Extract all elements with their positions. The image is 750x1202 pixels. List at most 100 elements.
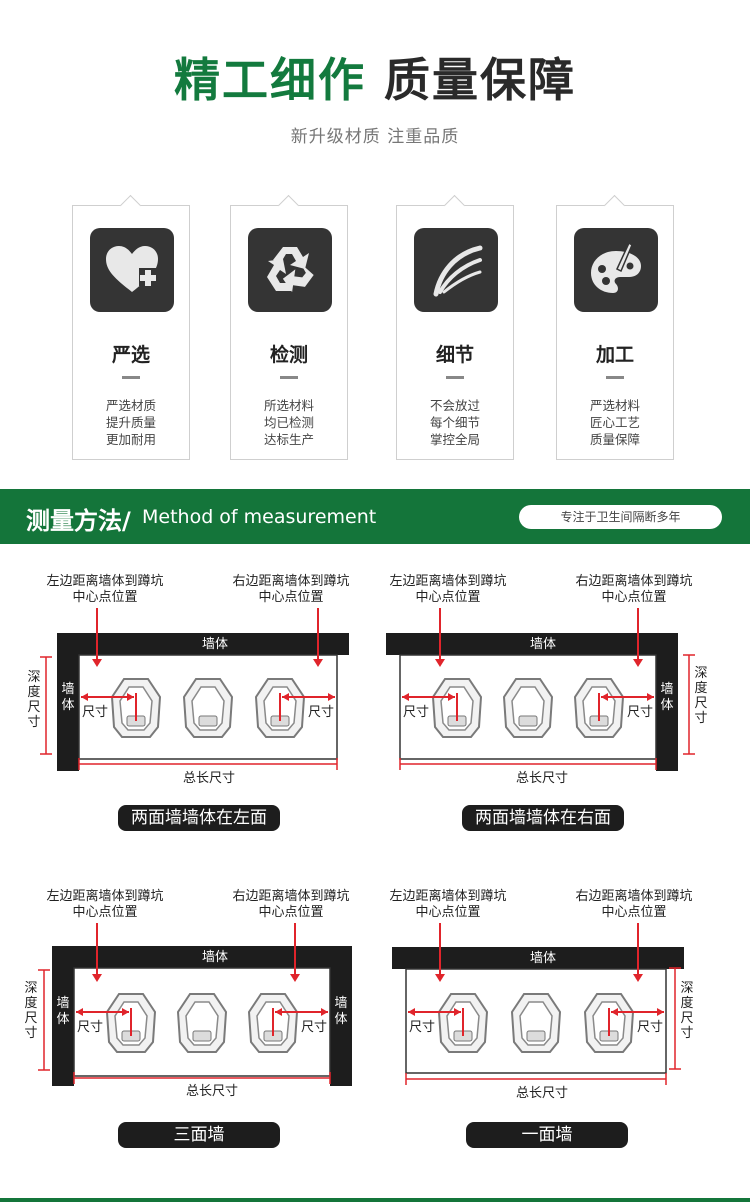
- depth-label: 寸: [680, 1026, 693, 1041]
- wall-label: 墙: [334, 996, 347, 1011]
- depth-label: 度: [680, 995, 693, 1011]
- left-distance-label: 左边距离墙体到蹲坑: [389, 573, 506, 589]
- depth-label: 尺: [24, 1011, 37, 1026]
- right-wall: [656, 633, 678, 771]
- depth-label: 尺: [694, 696, 707, 711]
- section-banner: 测量方法/ Method of measurement 专注于卫生间隔断多年: [0, 489, 750, 544]
- arrow-head: [408, 1008, 415, 1016]
- size-label: 尺寸: [77, 1020, 103, 1035]
- room-outline: [78, 654, 338, 760]
- feature-card-craft: 加工 严选材料 匠心工艺 质量保障: [556, 205, 674, 460]
- total-length-label: 总长尺寸: [183, 771, 235, 786]
- arrow-head: [127, 693, 134, 701]
- diagram-caption: 两面墙墙体在左面: [118, 805, 280, 831]
- title-dark: 质量保障: [384, 53, 576, 107]
- size-label: 尺寸: [409, 1020, 435, 1035]
- left-distance-label: 左边距离墙体到蹲坑: [46, 888, 163, 904]
- feather-icon: [414, 228, 498, 312]
- divider: [280, 376, 298, 379]
- depth-label: 深: [24, 981, 37, 996]
- arrow-head: [435, 659, 445, 667]
- squat-toilet-icon: [247, 993, 299, 1053]
- feature-title: 加工: [595, 344, 634, 366]
- right-wall: [330, 946, 352, 1086]
- wall-label: 墙体: [202, 950, 228, 965]
- depth-label: 度: [24, 995, 37, 1011]
- arrow-head: [454, 1008, 461, 1016]
- wall-label: 墙体: [530, 637, 556, 652]
- top-wall: [386, 633, 678, 655]
- arrow-head: [647, 693, 654, 701]
- arrow-head: [601, 693, 608, 701]
- size-label: 尺寸: [637, 1020, 663, 1035]
- feature-title: 细节: [435, 344, 474, 366]
- squat-toilet-icon: [182, 678, 234, 738]
- feature-line: 所选材料: [263, 398, 314, 413]
- depth-label: 寸: [24, 1026, 37, 1041]
- depth-label: 度: [694, 680, 707, 696]
- left-distance-label: 左边距离墙体到蹲坑: [46, 573, 163, 589]
- arrow-head: [81, 693, 88, 701]
- left-wall: [57, 633, 79, 771]
- feature-title: 严选: [111, 344, 150, 366]
- divider: [122, 376, 140, 379]
- feature-line: 更加耐用: [105, 432, 156, 447]
- top-wall: [52, 946, 352, 968]
- squat-toilet-icon: [502, 678, 554, 738]
- arrow-head: [122, 1008, 129, 1016]
- left-distance-label: 中心点位置: [72, 905, 137, 920]
- left-distance-label: 中心点位置: [72, 590, 137, 605]
- depth-label: 寸: [694, 711, 707, 726]
- arrow-head: [275, 1008, 282, 1016]
- size-label: 尺寸: [82, 705, 108, 720]
- wall-label: 墙: [61, 682, 74, 697]
- arrow-head: [633, 974, 643, 982]
- feature-line: 严选材质: [105, 398, 156, 413]
- room-outline: [399, 654, 657, 760]
- arrow-head: [402, 693, 409, 701]
- total-length-label: 总长尺寸: [186, 1084, 238, 1099]
- feature-line: 提升质量: [105, 415, 156, 430]
- diagram-caption: 两面墙墙体在右面: [462, 805, 624, 831]
- squat-toilet-icon: [254, 678, 306, 738]
- depth-label: 度: [27, 684, 40, 700]
- banner-subtitle: Method of measurement: [142, 506, 377, 528]
- depth-label: 尺: [27, 700, 40, 715]
- wall-label: 体: [56, 1012, 69, 1027]
- arrow-head: [633, 659, 643, 667]
- wall-label: 体: [660, 698, 673, 713]
- squat-toilet-icon: [583, 993, 635, 1053]
- arrow-head: [435, 974, 445, 982]
- squat-toilet-icon: [573, 678, 625, 738]
- palette-icon: [574, 228, 658, 312]
- arrow-head: [313, 659, 323, 667]
- feature-card-select: 严选 严选材质 提升质量 更加耐用: [72, 205, 190, 460]
- squat-toilet-icon: [176, 993, 228, 1053]
- arrow-head: [76, 1008, 83, 1016]
- recycle-icon: [248, 228, 332, 312]
- banner-title: 测量方法/: [26, 507, 131, 535]
- toilet-drain: [526, 1030, 546, 1042]
- diagram-caption: 三面墙: [118, 1122, 280, 1148]
- left-distance-label: 中心点位置: [415, 905, 480, 920]
- room-outline: [73, 967, 331, 1077]
- total-length-label: 总长尺寸: [516, 1086, 568, 1101]
- squat-toilet-icon: [437, 993, 489, 1053]
- right-distance-label: 右边距离墙体到蹲坑: [232, 573, 349, 589]
- right-distance-label: 右边距离墙体到蹲坑: [232, 888, 349, 904]
- left-distance-label: 中心点位置: [415, 590, 480, 605]
- depth-label: 深: [27, 670, 40, 685]
- wall-label: 墙体: [202, 637, 228, 652]
- feature-line: 达标生产: [263, 432, 314, 447]
- depth-label: 深: [694, 666, 707, 681]
- feature-line: 不会放过: [429, 398, 480, 413]
- toilet-drain: [518, 715, 538, 727]
- arrow-head: [321, 1008, 328, 1016]
- right-distance-label: 中心点位置: [258, 905, 323, 920]
- divider: [446, 376, 464, 379]
- wall-label: 墙: [660, 682, 673, 697]
- diagram-caption: 一面墙: [466, 1122, 628, 1148]
- feature-card-detail: 细节 不会放过 每个细节 掌控全局: [396, 205, 514, 460]
- left-wall: [52, 946, 74, 1086]
